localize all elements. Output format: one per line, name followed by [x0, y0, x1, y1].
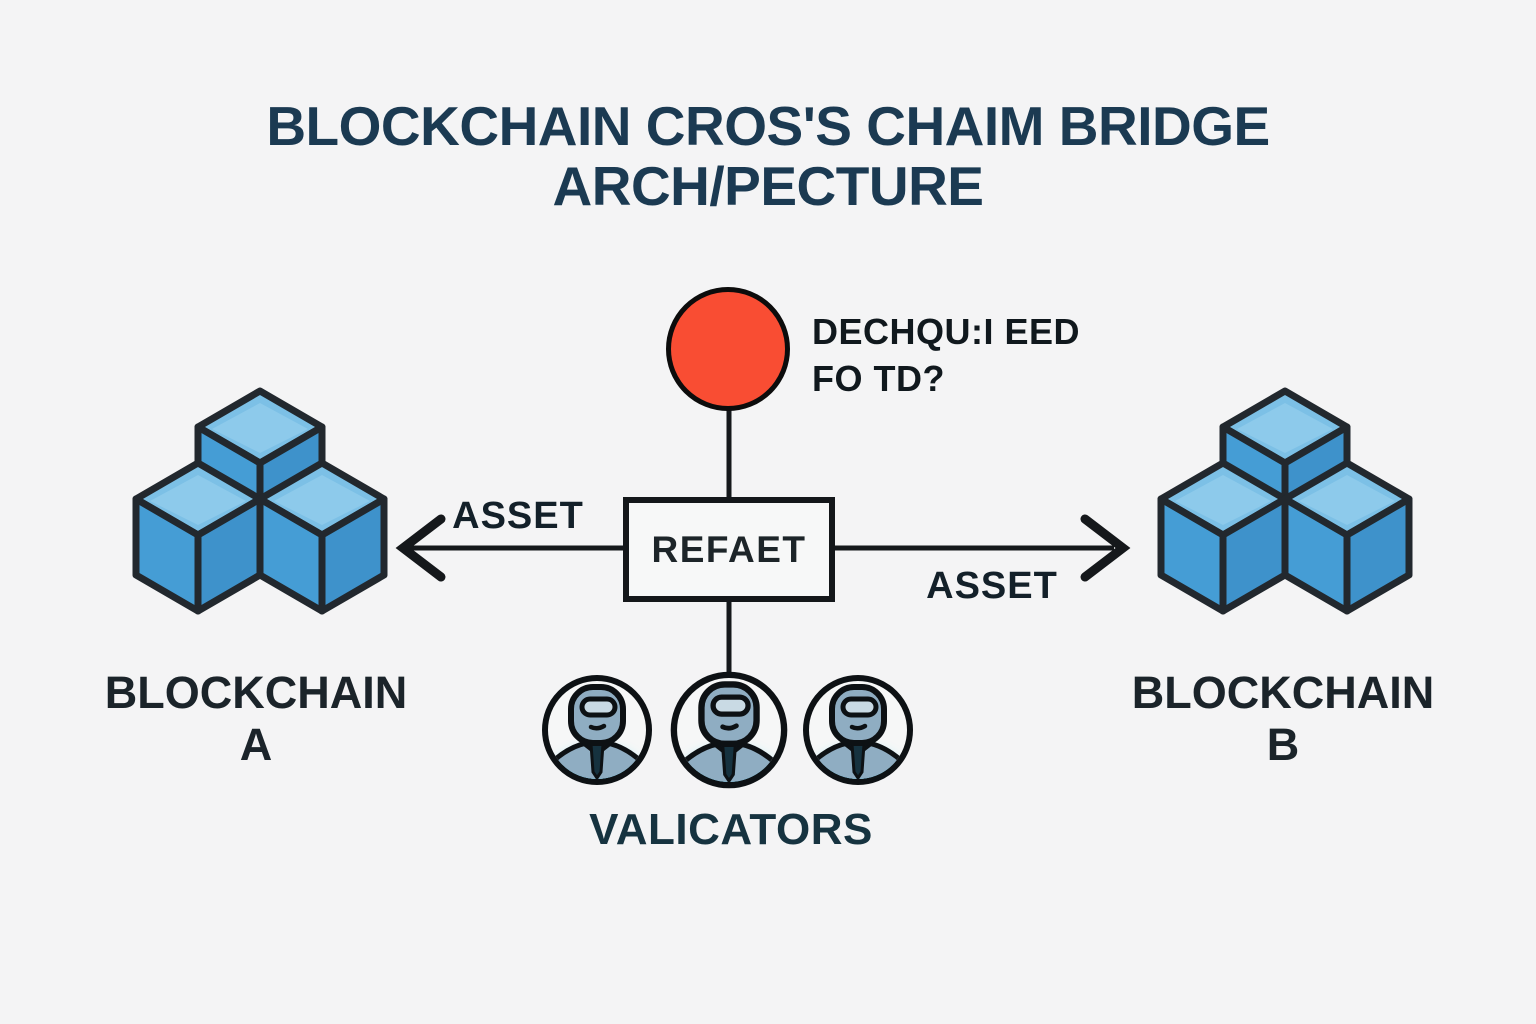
blockchain-a-letter: A: [239, 719, 273, 770]
validator-avatar-icon: [806, 678, 910, 796]
asset-label-left: ASSET: [452, 495, 584, 537]
blockchain-a-name: BLOCKCHAIN: [104, 667, 408, 718]
page-title: BLOCKCHAIN CROS'S CHAIM BRIDGE ARCH/PECT…: [0, 96, 1536, 216]
validators-label: VALICATORS: [589, 805, 873, 854]
blockchain-a-label: BLOCKCHAIN A: [105, 667, 407, 771]
page-title-line2: ARCH/PECTURE: [552, 155, 984, 217]
oracle-label-line1: DECHQU:I EED: [812, 311, 1081, 352]
bridge-box: REFAET: [623, 497, 835, 602]
blockchain-a-cubes-icon: [128, 383, 392, 621]
blockchain-b-cubes-icon: [1153, 383, 1417, 621]
oracle-label-line2: FO TD?: [812, 358, 945, 399]
bridge-box-label: REFAET: [651, 528, 807, 570]
oracle-node-label: DECHQU:I EED FO TD?: [812, 308, 1080, 402]
validator-avatar-icon: [674, 675, 784, 800]
blockchain-b-name: BLOCKCHAIN: [1131, 667, 1435, 718]
asset-label-right: ASSET: [926, 565, 1058, 607]
blockchain-b-letter: B: [1266, 719, 1300, 770]
page-title-line1: BLOCKCHAIN CROS'S CHAIM BRIDGE: [266, 95, 1270, 157]
blockchain-b-label: BLOCKCHAIN B: [1132, 667, 1434, 771]
validators-group: [530, 660, 930, 800]
oracle-node-icon: [666, 287, 790, 411]
validator-avatar-icon: [545, 678, 649, 796]
